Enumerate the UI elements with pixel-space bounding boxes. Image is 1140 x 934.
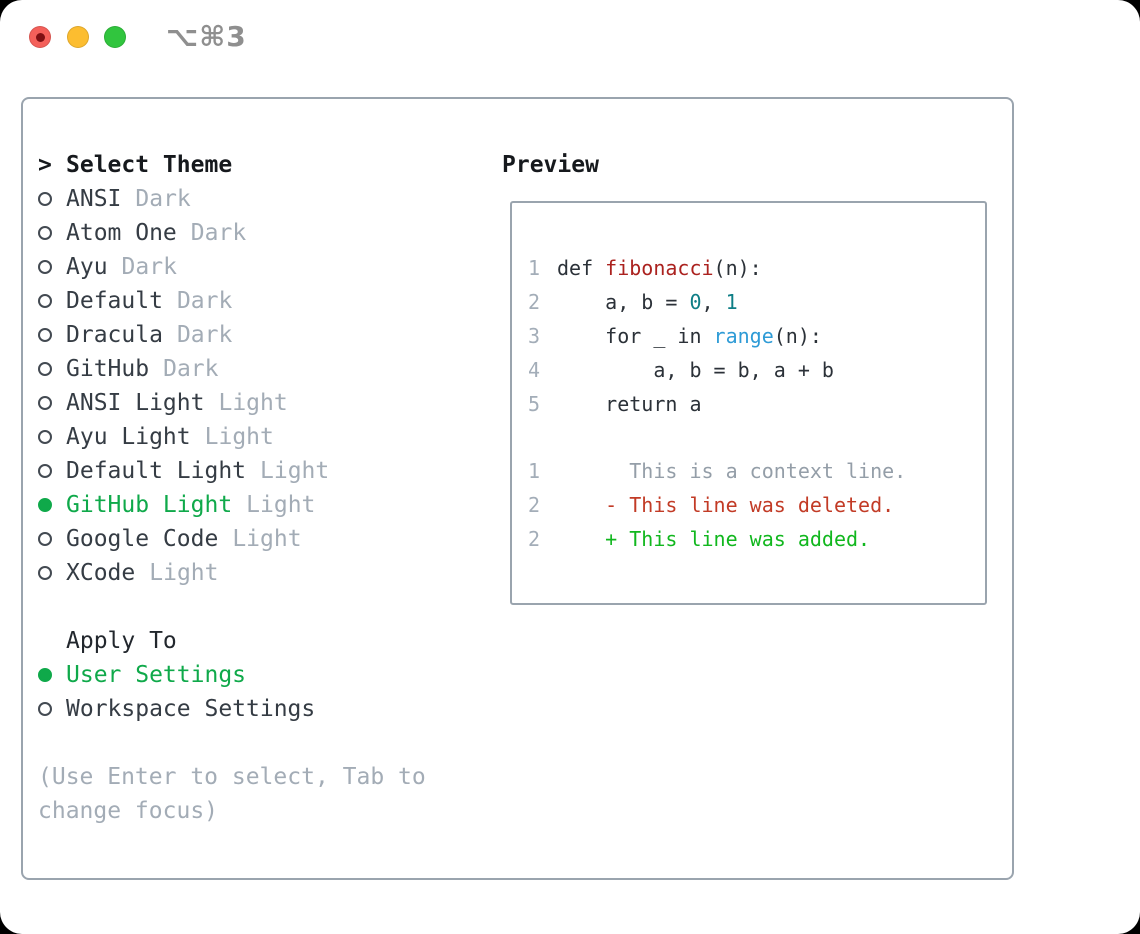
theme-rows: ANSI Dark Atom One Dark Ayu Dark Default…	[38, 182, 329, 590]
radio-icon	[38, 226, 52, 240]
preview-box	[510, 201, 987, 605]
window-title: ⌥⌘3	[166, 20, 247, 53]
line-text: for _ in range(n):	[557, 324, 822, 348]
item-variant-tag: Dark	[163, 356, 219, 382]
diff-line: 2 + This line was added.	[528, 522, 906, 556]
item-variant-tag: Dark	[176, 322, 233, 348]
item-variant-tag: Dark	[190, 220, 247, 246]
item-label: Workspace Settings	[66, 696, 316, 722]
line-number: 1	[528, 459, 541, 483]
item-label: Ayu Light	[66, 424, 191, 450]
item-label: Ayu	[66, 254, 108, 280]
close-button[interactable]	[29, 26, 51, 48]
code-diff-gap	[528, 421, 906, 454]
radio-icon	[38, 396, 52, 410]
apply-to-section: Apply To User Settings Workspace Setting…	[38, 624, 315, 726]
apply-option[interactable]: User Settings	[38, 658, 315, 692]
apply-to-title: Apply To	[66, 628, 177, 654]
item-label: GitHub Light	[66, 492, 233, 518]
item-variant-tag: Light	[204, 424, 274, 450]
preview-title: Preview	[502, 152, 599, 178]
diff-line: 2 - This line was deleted.	[528, 488, 906, 522]
theme-item[interactable]: Ayu Dark	[38, 250, 329, 284]
radio-icon	[38, 430, 52, 444]
apply-option[interactable]: Workspace Settings	[38, 692, 315, 726]
theme-item[interactable]: Google Code Light	[38, 522, 329, 556]
code-line: 1 def fibonacci(n):	[528, 251, 906, 285]
radio-icon	[38, 362, 52, 376]
line-text: - This line was deleted.	[557, 493, 895, 517]
theme-list-header: > Select Theme	[38, 148, 329, 182]
theme-item[interactable]: Default Dark	[38, 284, 329, 318]
theme-item[interactable]: ANSI Dark	[38, 182, 329, 216]
radio-icon	[38, 260, 52, 274]
code-line: 3 for _ in range(n):	[528, 319, 906, 353]
radio-icon	[38, 328, 52, 342]
theme-item[interactable]: GitHub Light Light	[38, 488, 329, 522]
code-line: 4 a, b = b, a + b	[528, 353, 906, 387]
item-label: Dracula	[66, 322, 163, 348]
theme-item[interactable]: XCode Light	[38, 556, 329, 590]
radio-icon	[38, 702, 52, 716]
line-number: 2	[528, 527, 541, 551]
code-line: 5 return a	[528, 387, 906, 421]
zoom-button[interactable]	[104, 26, 126, 48]
hint-line-1: (Use Enter to select, Tab to	[38, 764, 426, 790]
line-text: def fibonacci(n):	[557, 256, 762, 280]
item-label: XCode	[66, 560, 136, 586]
close-record-dot-icon	[35, 32, 45, 42]
radio-icon	[38, 532, 52, 546]
item-label: Default Light	[66, 458, 247, 484]
theme-item[interactable]: ANSI Light Light	[38, 386, 329, 420]
item-label: Atom One	[66, 220, 177, 246]
line-text: return a	[557, 392, 702, 416]
item-variant-tag: Light	[260, 458, 330, 484]
item-label: Default	[66, 288, 163, 314]
theme-item[interactable]: Default Light Light	[38, 454, 329, 488]
line-text: a, b = b, a + b	[557, 358, 834, 382]
line-number: 2	[528, 493, 541, 517]
minimize-button[interactable]	[67, 26, 89, 48]
item-label: User Settings	[66, 662, 247, 688]
theme-item[interactable]: Ayu Light Light	[38, 420, 329, 454]
radio-icon	[38, 192, 52, 206]
theme-item[interactable]: GitHub Dark	[38, 352, 329, 386]
radio-icon	[38, 498, 52, 512]
line-text: a, b = 0, 1	[557, 290, 738, 314]
diff-line: 1 This is a context line.	[528, 454, 906, 488]
item-variant-tag: Light	[149, 560, 219, 586]
line-number: 3	[528, 324, 541, 348]
radio-icon	[38, 464, 52, 478]
line-number: 2	[528, 290, 541, 314]
keyboard-hint: (Use Enter to select, Tab to change focus…	[38, 760, 426, 828]
line-text: This is a context line.	[557, 459, 907, 483]
apply-rows: User Settings Workspace Settings	[38, 658, 315, 726]
item-label: ANSI Light	[66, 390, 205, 416]
theme-item[interactable]: Dracula Dark	[38, 318, 329, 352]
hint-line-2: change focus)	[38, 798, 219, 824]
item-variant-tag: Dark	[121, 254, 177, 280]
item-variant-tag: Light	[218, 390, 288, 416]
theme-list: > Select Theme ANSI Dark Atom One Dark A…	[38, 148, 329, 590]
item-label: ANSI	[66, 186, 122, 212]
item-label: Google Code	[66, 526, 219, 552]
radio-icon	[38, 566, 52, 580]
theme-list-title: Select Theme	[66, 152, 233, 178]
line-number: 4	[528, 358, 541, 382]
item-variant-tag: Light	[246, 492, 316, 518]
code-line: 2 a, b = 0, 1	[528, 285, 906, 319]
line-number: 1	[528, 256, 541, 280]
radio-icon	[38, 294, 52, 308]
line-text: + This line was added.	[557, 527, 871, 551]
apply-to-header: Apply To	[38, 624, 315, 658]
item-label: GitHub	[66, 356, 150, 382]
item-variant-tag: Dark	[135, 186, 191, 212]
item-variant-tag: Dark	[176, 288, 233, 314]
theme-item[interactable]: Atom One Dark	[38, 216, 329, 250]
item-variant-tag: Light	[232, 526, 302, 552]
cursor-arrow-icon: >	[38, 152, 52, 178]
radio-icon	[38, 668, 52, 682]
line-number: 5	[528, 392, 541, 416]
